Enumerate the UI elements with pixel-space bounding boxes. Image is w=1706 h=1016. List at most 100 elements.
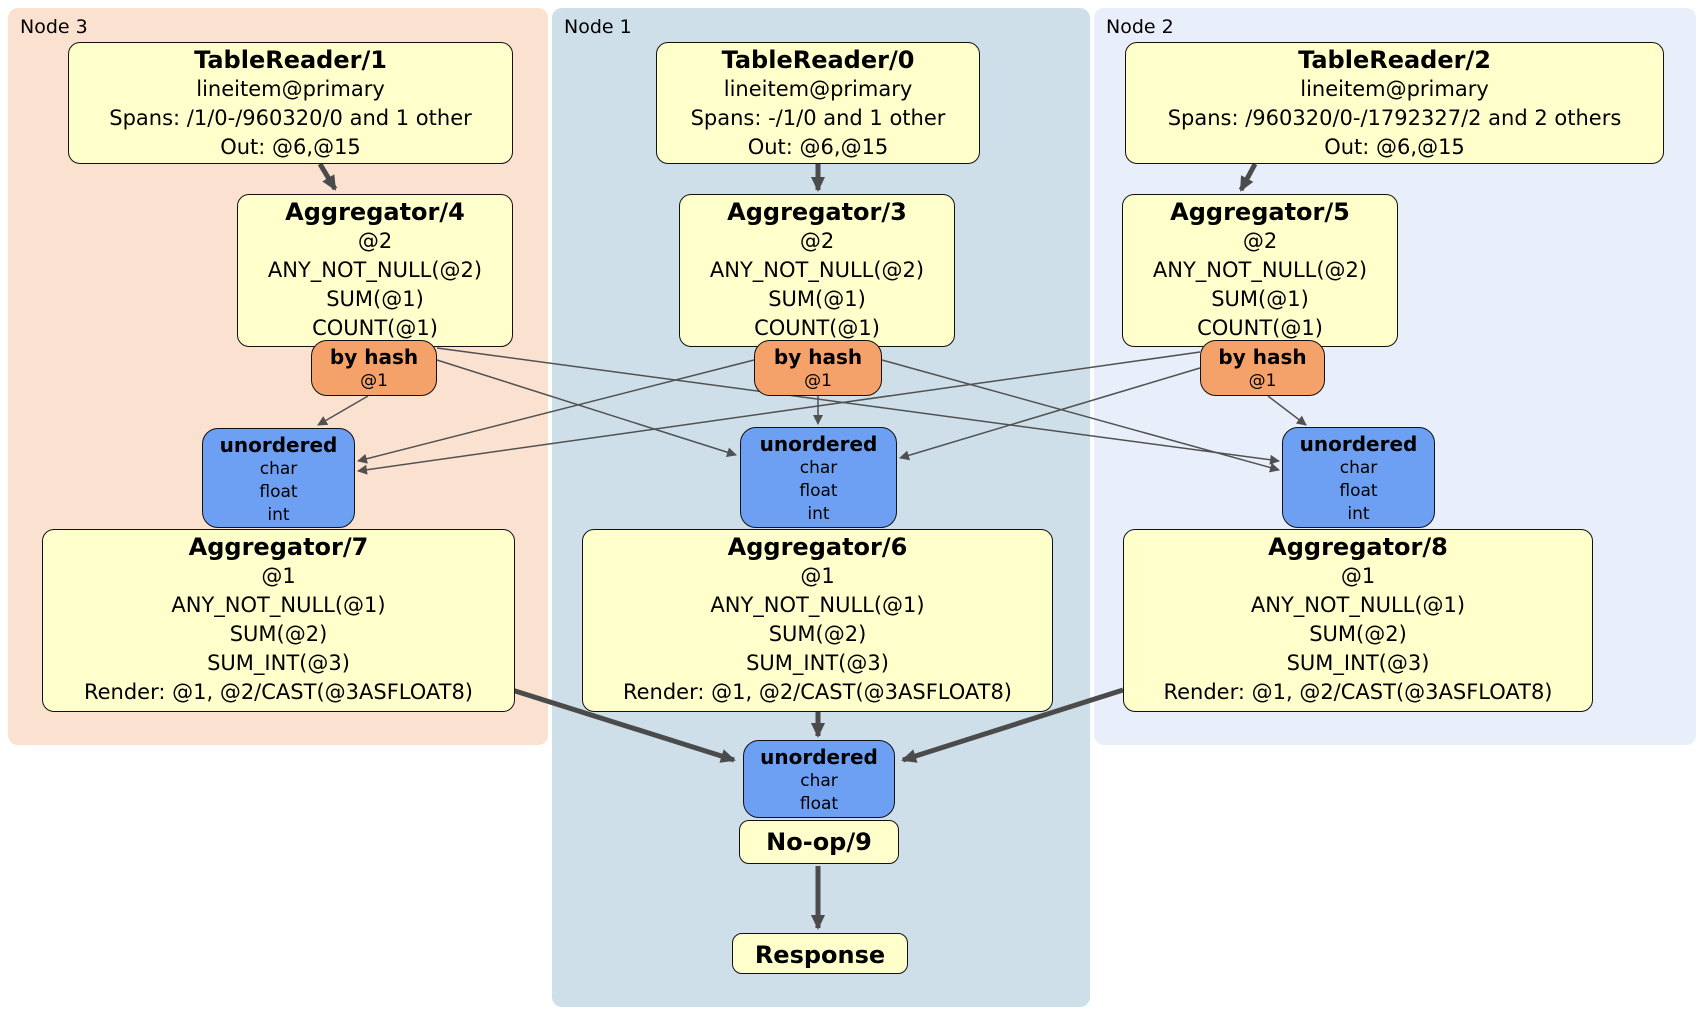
processor-agg-fn: SUM_INT(@3) <box>1286 651 1430 675</box>
router-hash-column: @1 <box>360 371 388 391</box>
processor-group-cols: @1 <box>261 564 296 588</box>
node2-label: Node 2 <box>1106 16 1174 38</box>
processor-aggregator-8: Aggregator/8 @1 ANY_NOT_NULL(@1) SUM(@2)… <box>1123 529 1593 712</box>
edge-tablereader1-to-aggregator4 <box>317 162 338 191</box>
sync-type: float <box>799 794 839 814</box>
edge-hash1-to-unordered2 <box>881 359 1280 473</box>
unordered-sync-node1: unordered char float int <box>740 427 897 528</box>
processor-agg-fn: ANY_NOT_NULL(@1) <box>1250 593 1466 617</box>
unordered-sync-node3: unordered char float int <box>202 428 355 528</box>
processor-tablereader-1: TableReader/1 lineitem@primary Spans: /1… <box>68 42 513 164</box>
processor-spans: Spans: /960320/0-/1792327/2 and 2 others <box>1167 106 1622 130</box>
processor-title: TableReader/1 <box>194 46 387 74</box>
router-title: by hash <box>1218 345 1307 369</box>
processor-title: No-op/9 <box>766 828 872 856</box>
sync-title: unordered <box>1299 432 1418 456</box>
sync-type: char <box>799 458 838 478</box>
processor-out: Out: @6,@15 <box>220 135 361 159</box>
router-hash-column: @1 <box>804 371 832 391</box>
processor-title: Aggregator/5 <box>1170 198 1350 226</box>
router-hash-column: @1 <box>1248 371 1277 391</box>
sync-type: float <box>1339 481 1378 501</box>
processor-spans: Spans: /1/0-/960320/0 and 1 other <box>109 106 472 130</box>
edge-hash3-to-unordered2 <box>436 347 1280 465</box>
processor-render-expr: Render: @1, @2/CAST(@3ASFLOAT8) <box>1163 680 1553 704</box>
processor-index: lineitem@primary <box>1300 77 1489 101</box>
processor-agg-fn: ANY_NOT_NULL(@2) <box>709 258 925 282</box>
processor-tablereader-0: TableReader/0 lineitem@primary Spans: -/… <box>656 42 980 164</box>
edge-hash3-to-unordered3 <box>317 395 369 426</box>
processor-group-cols: @2 <box>799 229 835 253</box>
processor-title: TableReader/2 <box>1298 46 1491 74</box>
node3-label: Node 3 <box>20 16 88 38</box>
processor-tablereader-2: TableReader/2 lineitem@primary Spans: /9… <box>1125 42 1664 164</box>
sync-type: int <box>267 505 290 525</box>
processor-aggregator-3: Aggregator/3 @2 ANY_NOT_NULL(@2) SUM(@1)… <box>679 194 955 347</box>
processor-aggregator-6: Aggregator/6 @1 ANY_NOT_NULL(@1) SUM(@2)… <box>582 529 1053 712</box>
unordered-sync-node2: unordered char float int <box>1282 427 1435 528</box>
sync-type: float <box>799 481 838 501</box>
edge-aggregator7-to-final-unordered <box>511 687 736 763</box>
processor-agg-fn: SUM(@2) <box>1309 622 1407 646</box>
processor-agg-fn: SUM_INT(@3) <box>207 651 350 675</box>
processor-agg-fn: ANY_NOT_NULL(@1) <box>710 593 925 617</box>
processor-group-cols: @1 <box>800 564 835 588</box>
processor-title: Aggregator/3 <box>727 198 907 226</box>
processor-agg-fn: SUM(@1) <box>326 287 424 311</box>
edge-hash2-to-unordered2 <box>1267 395 1307 426</box>
processor-title: Response <box>754 941 886 969</box>
node1-label: Node 1 <box>564 16 632 38</box>
processor-agg-fn: COUNT(@1) <box>312 316 438 340</box>
sync-type: float <box>259 482 298 502</box>
edge-tablereader2-to-aggregator5 <box>1238 162 1258 192</box>
processor-agg-fn: ANY_NOT_NULL(@1) <box>171 593 386 617</box>
sync-title: unordered <box>759 432 878 456</box>
processor-out: Out: @6,@15 <box>1324 135 1465 159</box>
processor-aggregator-4: Aggregator/4 @2 ANY_NOT_NULL(@2) SUM(@1)… <box>237 194 513 347</box>
unordered-sync-final: unordered char float <box>743 740 895 818</box>
processor-title: Aggregator/6 <box>727 533 908 561</box>
processor-group-cols: @2 <box>357 229 393 253</box>
processor-render-expr: Render: @1, @2/CAST(@3ASFLOAT8) <box>83 680 474 704</box>
processor-title: TableReader/0 <box>721 46 915 74</box>
processor-agg-fn: COUNT(@1) <box>1197 316 1323 340</box>
processor-agg-fn: SUM_INT(@3) <box>746 651 889 675</box>
processor-group-cols: @2 <box>1242 229 1278 253</box>
processor-agg-fn: SUM(@2) <box>768 622 867 646</box>
edge-hash2-to-unordered3 <box>357 351 1201 475</box>
edge-hash3-to-unordered1 <box>436 359 737 458</box>
edge-hash1-to-unordered3 <box>357 359 755 464</box>
response-node: Response <box>732 933 908 974</box>
processor-title: Aggregator/4 <box>285 198 465 226</box>
processor-agg-fn: SUM(@1) <box>1211 287 1309 311</box>
processor-spans: Spans: -/1/0 and 1 other <box>690 106 946 130</box>
edge-hash2-to-unordered1 <box>899 367 1201 461</box>
processor-index: lineitem@primary <box>723 77 913 101</box>
processor-render-expr: Render: @1, @2/CAST(@3ASFLOAT8) <box>622 680 1013 704</box>
processor-noop-9: No-op/9 <box>739 820 899 864</box>
edge-aggregator8-to-final-unordered <box>901 687 1124 763</box>
sync-title: unordered <box>760 745 878 769</box>
sync-type: char <box>1339 458 1378 478</box>
sync-type: char <box>800 771 838 791</box>
sync-type: char <box>259 459 298 479</box>
processor-out: Out: @6,@15 <box>747 135 889 159</box>
sync-type: int <box>1347 504 1370 524</box>
sync-type: int <box>807 504 830 524</box>
processor-agg-fn: COUNT(@1) <box>754 316 880 340</box>
processor-title: Aggregator/8 <box>1268 533 1448 561</box>
processor-index: lineitem@primary <box>196 77 385 101</box>
hash-router-node1: by hash @1 <box>754 340 882 396</box>
sync-title: unordered <box>219 433 338 457</box>
processor-aggregator-7: Aggregator/7 @1 ANY_NOT_NULL(@1) SUM(@2)… <box>42 529 515 712</box>
processor-agg-fn: ANY_NOT_NULL(@2) <box>267 258 483 282</box>
processor-aggregator-5: Aggregator/5 @2 ANY_NOT_NULL(@2) SUM(@1)… <box>1122 194 1398 347</box>
processor-group-cols: @1 <box>1340 564 1376 588</box>
processor-agg-fn: SUM(@2) <box>229 622 328 646</box>
router-title: by hash <box>329 345 419 369</box>
processor-title: Aggregator/7 <box>188 533 369 561</box>
router-title: by hash <box>773 345 863 369</box>
hash-router-node3: by hash @1 <box>311 340 437 396</box>
